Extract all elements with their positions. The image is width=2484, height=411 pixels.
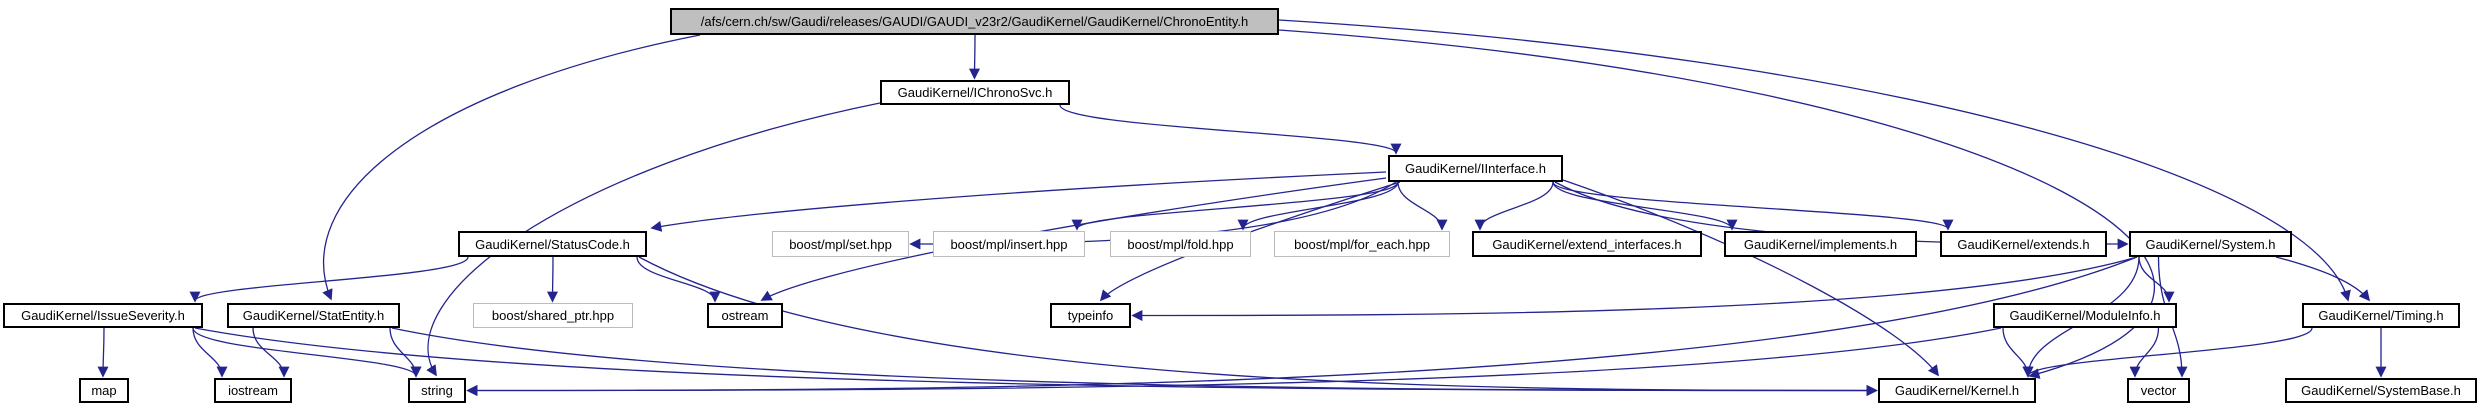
graph-node-vector[interactable]: vector [2127,378,2190,403]
graph-node-system[interactable]: GaudiKernel/System.h [2129,231,2292,257]
graph-node-shared_ptr[interactable]: boost/shared_ptr.hpp [473,303,633,328]
graph-node-mpl_fold[interactable]: boost/mpl/fold.hpp [1110,231,1251,257]
edge-chrono_entity-to-timing [1278,19,2351,302]
edge-chrono_entity-to-kernel [1278,29,2155,379]
graph-node-map[interactable]: map [79,378,129,403]
graph-node-iinterface[interactable]: GaudiKernel/IInterface.h [1388,155,1563,182]
edge-moduleinfo-to-string [466,327,2002,397]
edge-chrono_entity-to-ichronosvc [968,34,981,80]
graph-node-ostream[interactable]: ostream [707,303,783,328]
graph-node-systembase[interactable]: GaudiKernel/SystemBase.h [2285,378,2477,403]
graph-node-moduleinfo[interactable]: GaudiKernel/ModuleInfo.h [1993,303,2177,328]
edge-moduleinfo-to-vector [2129,327,2160,378]
graph-node-implements[interactable]: GaudiKernel/implements.h [1724,231,1917,257]
edge-moduleinfo-to-kernel [2002,327,2034,378]
edge-statentity-to-kernel [391,327,1878,397]
edge-iinterface-to-statuscode [650,171,1387,232]
edge-statentity-to-string [389,327,422,378]
edge-iinterface-to-mpl_for_each [1397,181,1448,231]
edge-issueseverity-to-iostream [192,327,228,378]
graph-node-mpl_set[interactable]: boost/mpl/set.hpp [772,231,909,257]
edge-statentity-to-iostream [252,327,290,378]
graph-node-iostream[interactable]: iostream [214,378,292,403]
edge-issueseverity-to-map [97,327,109,378]
graph-node-mpl_insert[interactable]: boost/mpl/insert.hpp [933,231,1085,257]
edge-statuscode-to-ostream [636,256,721,303]
graph-node-typeinfo[interactable]: typeinfo [1050,303,1131,328]
edge-chrono_entity-to-statentity [322,34,701,301]
edge-timing-to-kernel [2022,327,2313,378]
edge-iinterface-to-implements [1552,181,1738,231]
graph-node-string[interactable]: string [408,378,466,403]
edge-iinterface-to-extend_interfaces [1474,181,1554,231]
edge-statuscode-to-shared_ptr [546,256,559,303]
graph-node-extends[interactable]: GaudiKernel/extends.h [1940,231,2107,257]
graph-node-statuscode[interactable]: GaudiKernel/StatusCode.h [458,231,647,257]
edge-system-to-timing [2275,256,2371,302]
edge-statuscode-to-issueseverity [189,256,469,303]
graph-node-kernel[interactable]: GaudiKernel/Kernel.h [1878,378,2036,403]
graph-node-statentity[interactable]: GaudiKernel/StatEntity.h [227,303,400,328]
edge-iinterface-to-kernel [1562,179,1939,377]
graph-node-issueseverity[interactable]: GaudiKernel/IssueSeverity.h [3,303,203,328]
graph-node-timing[interactable]: GaudiKernel/Timing.h [2302,303,2460,328]
graph-node-mpl_for_each[interactable]: boost/mpl/for_each.hpp [1274,231,1450,257]
edge-system-to-moduleinfo [2138,256,2175,303]
edge-iinterface-to-mpl_insert [1071,181,1399,231]
edge-ichronosvc-to-iinterface [1059,104,1402,155]
edge-iinterface-to-extends [1552,181,1954,231]
graph-node-extend_interfaces[interactable]: GaudiKernel/extend_interfaces.h [1472,231,1702,257]
edge-system-to-typeinfo [1131,256,2138,322]
graph-node-ichronosvc[interactable]: GaudiKernel/IChronoSvc.h [880,80,1070,105]
graph-node-chrono_entity[interactable]: /afs/cern.ch/sw/Gaudi/releases/GAUDI/GAU… [670,8,1279,35]
edge-issueseverity-to-string [192,327,422,378]
